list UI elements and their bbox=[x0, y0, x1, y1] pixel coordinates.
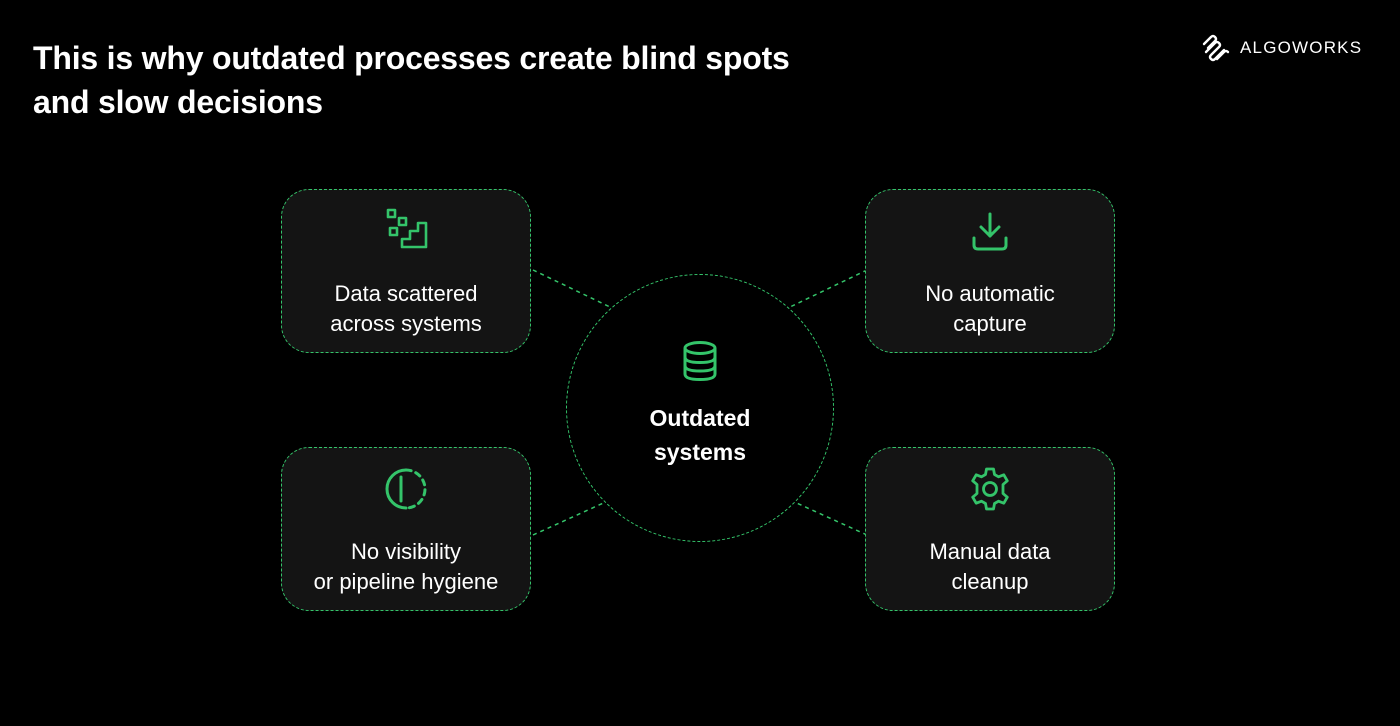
connector-line-top-right bbox=[789, 269, 868, 308]
card-label-line-2: across systems bbox=[330, 311, 482, 336]
card-no-visibility: No visibility or pipeline hygiene bbox=[281, 447, 531, 611]
card-label-line-1: No automatic bbox=[925, 281, 1055, 306]
center-label: Outdated systems bbox=[650, 401, 751, 469]
logo-wordmark: ALGOWORKS bbox=[1240, 38, 1363, 57]
algoworks-logo-icon bbox=[1202, 34, 1230, 62]
card-label: No visibility or pipeline hygiene bbox=[291, 537, 521, 597]
card-data-scattered: Data scattered across systems bbox=[281, 189, 531, 353]
center-label-line-1: Outdated bbox=[649, 405, 751, 431]
card-label-line-2: capture bbox=[953, 311, 1027, 336]
page-title: This is why outdated processes create bl… bbox=[33, 36, 933, 124]
card-label: Manual data cleanup bbox=[875, 537, 1105, 597]
card-label-line-2: cleanup bbox=[951, 569, 1029, 594]
gear-icon bbox=[971, 467, 1009, 511]
center-node-outdated-systems: Outdated systems bbox=[566, 274, 834, 542]
card-no-automatic-capture: No automatic capture bbox=[865, 189, 1115, 353]
center-label-line-2: systems bbox=[653, 439, 747, 465]
connector-line-bottom-left bbox=[532, 499, 611, 536]
card-label-line-1: Data scattered bbox=[334, 281, 478, 306]
card-label-line-1: Manual data bbox=[929, 539, 1051, 564]
card-label-line-1: No visibility bbox=[350, 539, 462, 564]
database-icon bbox=[683, 341, 717, 382]
connector-line-bottom-right bbox=[789, 499, 868, 536]
page-title-line-1: This is why outdated processes create bl… bbox=[33, 40, 790, 76]
download-icon bbox=[972, 212, 1008, 251]
card-manual-data-cleanup: Manual data cleanup bbox=[865, 447, 1115, 611]
half-circle-visibility-icon bbox=[385, 468, 427, 510]
scattered-squares-icon bbox=[386, 208, 428, 249]
page-title-line-2: and slow decisions bbox=[33, 84, 323, 120]
connector-line-top-left bbox=[532, 269, 611, 308]
brand-logo: ALGOWORKS bbox=[1200, 32, 1362, 64]
card-label: No automatic capture bbox=[875, 279, 1105, 339]
card-label-line-2: or pipeline hygiene bbox=[313, 569, 499, 594]
card-label: Data scattered across systems bbox=[291, 279, 521, 339]
